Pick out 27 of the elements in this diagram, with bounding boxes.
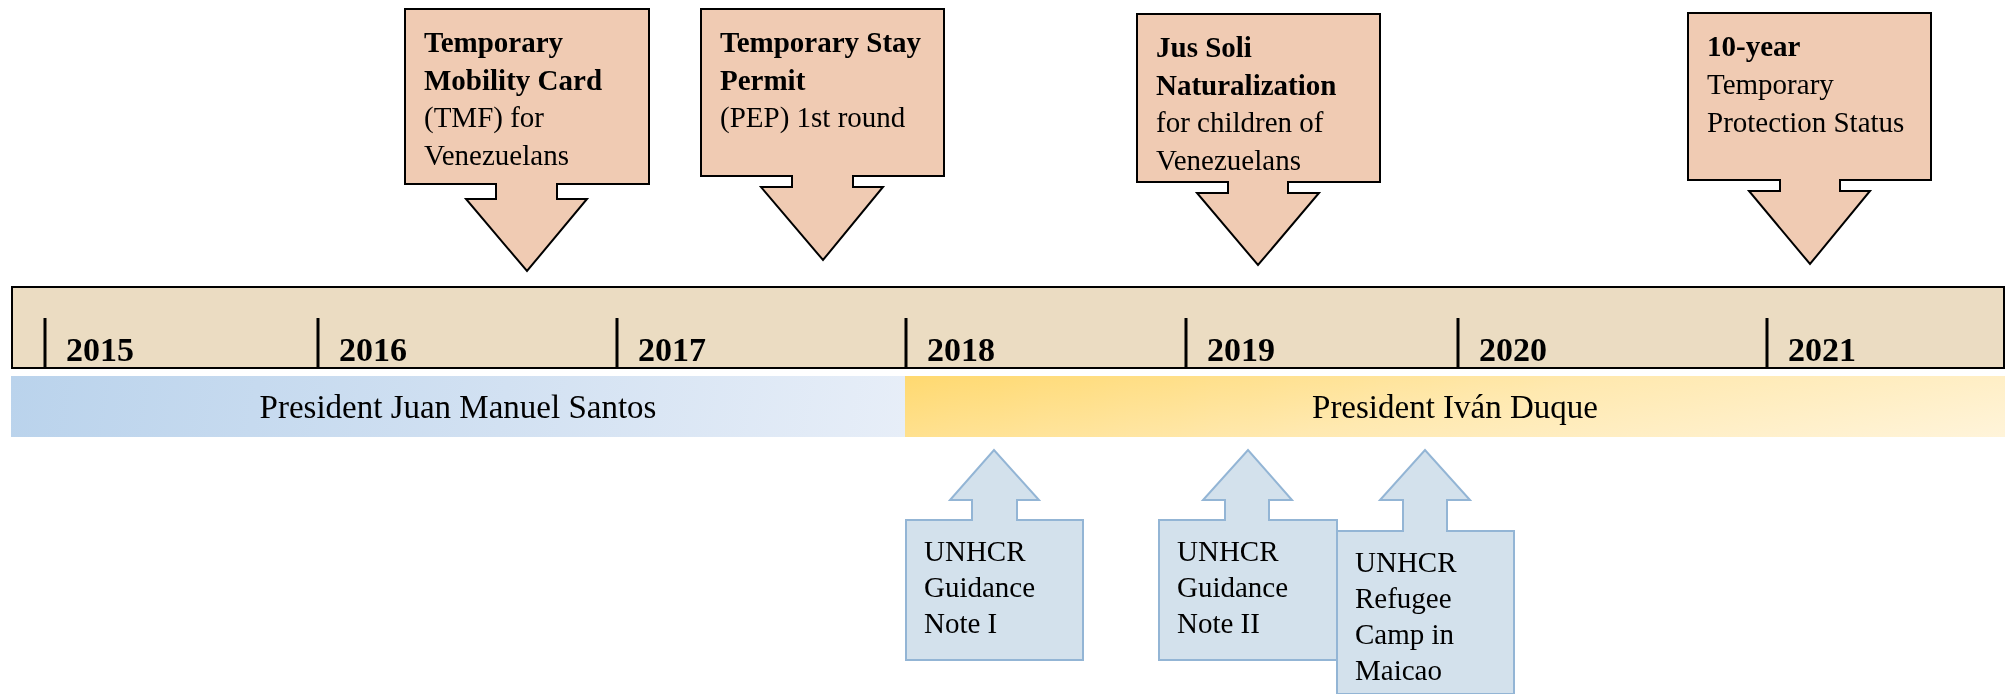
callout-arrow-box (1159, 450, 1337, 660)
callout-arrow-box (1688, 13, 1931, 264)
callout-text: UNHCR Guidance Note I (924, 534, 1037, 641)
term-bar: President Iván Duque (905, 376, 2005, 437)
year-label: 2015 (66, 330, 134, 370)
callout-text: UNHCR Guidance Note II (1177, 534, 1290, 641)
callout-title: Temporary Stay Permit (720, 25, 923, 98)
callout-arrow-box (405, 9, 649, 271)
callout-arrow-box (906, 450, 1083, 660)
timeline-band (11, 286, 2005, 369)
year-label: 2018 (927, 330, 995, 370)
year-label: 2016 (339, 330, 407, 370)
callout-text: for children of Venezuelans (1156, 105, 1325, 178)
callout-title: Temporary Mobility Card (424, 25, 604, 98)
year-label: 2021 (1788, 330, 1856, 370)
year-label: 2019 (1207, 330, 1275, 370)
year-label: 2020 (1479, 330, 1547, 370)
callout-text: (TMF) for Venezuelans (424, 100, 570, 173)
callout-text: UNHCR Refugee Camp in Maicao (1355, 545, 1458, 688)
callout-text: (PEP) 1st round (720, 100, 907, 135)
callout-text: Temporary Protection Status (1707, 67, 1906, 140)
term-bar: President Juan Manuel Santos (11, 376, 905, 437)
callout-arrow-box (1337, 450, 1514, 694)
callout-arrow-box (1137, 14, 1380, 265)
year-label: 2017 (638, 330, 706, 370)
callout-arrow-box (701, 9, 944, 260)
callout-title: 10-year (1707, 29, 1802, 64)
